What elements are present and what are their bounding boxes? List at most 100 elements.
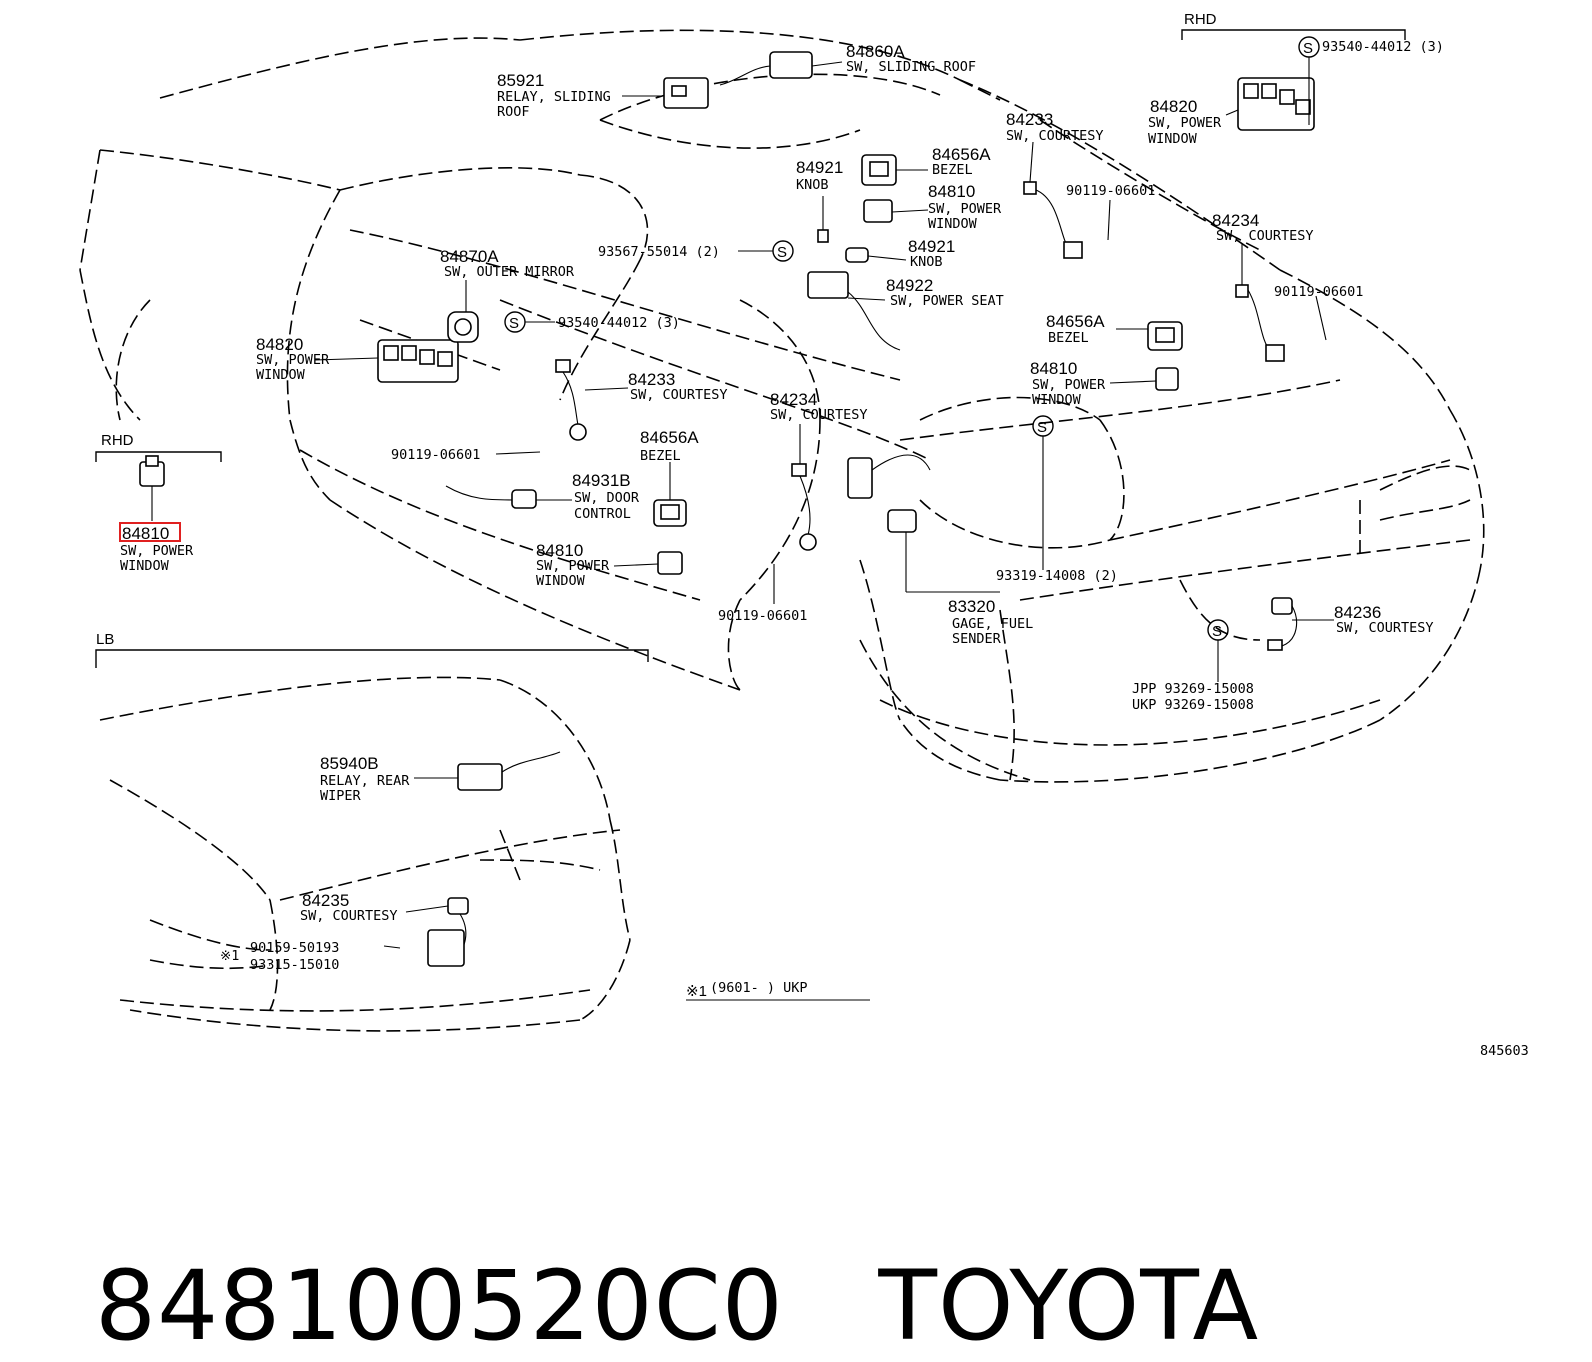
svg-text:※1: ※1 [686,983,707,1000]
part-bezel-c [653,499,687,527]
part-power-window-switch-a [863,199,893,223]
svg-text:SW, COURTESY: SW, COURTESY [630,387,728,403]
callout-90119-a: 90119-06601 [1066,183,1155,199]
part-power-window-master-rhd [1237,77,1315,131]
part-power-window-switch-b [1155,367,1179,391]
diagram-canvas: RHD RHD LB [79,11,1529,1059]
callout-84820-left: 84820 SW, POWER WINDOW [256,335,330,383]
svg-text:93540-44012 (3): 93540-44012 (3) [558,315,680,331]
callout-84860a: 84860A SW, SLIDING ROOF [846,42,976,75]
callout-90119-b: 90119-06601 [1274,284,1363,300]
svg-text:S: S [1212,623,1222,640]
svg-text:84235: 84235 [302,891,349,910]
svg-text:WIPER: WIPER [320,788,362,804]
footer-brand: TOYOTA [878,1250,1260,1362]
svg-text:84236: 84236 [1334,603,1381,622]
car-body-outline [79,29,1485,783]
svg-text:SW, POWER: SW, POWER [256,352,330,368]
part-courtesy-switch-mid-right [791,463,817,551]
svg-text:RELAY, SLIDING: RELAY, SLIDING [497,89,611,105]
svg-text:84234: 84234 [770,390,817,409]
rhd-left-bracket: RHD [95,432,222,462]
svg-text:SW, POWER: SW, POWER [536,558,610,574]
svg-text:BEZEL: BEZEL [1048,330,1089,346]
part-sliding-roof-relay [663,77,709,109]
callout-93269: JPP 93269-15008 UKP 93269-15008 [1132,681,1254,713]
parts-diagram: RHD RHD LB [79,11,1529,1362]
svg-text:S: S [1303,40,1313,57]
svg-text:90119-06601: 90119-06601 [391,447,480,463]
part-fuel-sender [847,454,931,533]
callout-84810-b: 84810 SW, POWER WINDOW [1030,359,1106,408]
svg-text:GAGE, FUEL: GAGE, FUEL [952,616,1033,632]
svg-text:84820: 84820 [256,335,303,354]
callout-93540-left: 93540-44012 (3) [558,315,680,331]
lb-label: LB [96,631,114,648]
callout-84656a-c: 84656A BEZEL [640,428,699,464]
svg-text:CONTROL: CONTROL [574,506,631,522]
svg-text:84810: 84810 [928,182,975,201]
part-sliding-roof-switch [719,51,813,86]
part-outer-mirror-switch [447,311,479,343]
callout-84656a-a: 84656A BEZEL [932,145,991,178]
svg-text:SW, DOOR: SW, DOOR [574,490,640,506]
leader-lines [314,57,1334,1001]
callout-84235: 84235 SW, COURTESY [300,891,398,924]
svg-text:SW, COURTESY: SW, COURTESY [1216,228,1314,244]
svg-text:S: S [509,315,519,332]
rhd-top-label: RHD [1184,11,1217,28]
part-knob-b [845,247,869,263]
rhd-left-label: RHD [101,432,134,449]
callout-84810-c: 84810 SW, POWER WINDOW [536,541,610,589]
callout-84921-a: 84921 KNOB [796,158,843,193]
part-bezel-b [1147,321,1183,351]
svg-text:84922: 84922 [886,276,933,295]
callout-90159-93315: ※1 90159-50193 93315-15010 [220,940,339,973]
svg-text:93567-55014 (2): 93567-55014 (2) [598,244,720,260]
svg-text:BEZEL: BEZEL [640,448,681,464]
svg-text:84810: 84810 [122,524,169,543]
callout-83320: 83320 GAGE, FUEL SENDER [948,597,1033,647]
svg-text:84931B: 84931B [572,471,631,490]
part-bezel-a [861,154,897,186]
svg-text:93315-15010: 93315-15010 [250,957,339,973]
svg-text:93540-44012 (3): 93540-44012 (3) [1322,39,1444,55]
svg-text:84233: 84233 [1006,110,1053,129]
svg-text:84921: 84921 [908,237,955,256]
svg-text:85921: 85921 [497,71,544,90]
svg-text:SW, COURTESY: SW, COURTESY [300,908,398,924]
svg-text:SW, POWER: SW, POWER [1032,377,1106,393]
svg-text:90119-06601: 90119-06601 [1066,183,1155,199]
callout-84233-top: 84233 SW, COURTESY [1006,110,1104,144]
lb-inset-body [99,676,631,1032]
svg-text:84656A: 84656A [1046,312,1105,331]
svg-text:SW, COURTESY: SW, COURTESY [1006,128,1104,144]
svg-text:WINDOW: WINDOW [1032,392,1082,408]
callout-85940b: 85940B RELAY, REAR WIPER [320,754,410,804]
svg-text:RELAY, REAR: RELAY, REAR [320,773,410,789]
svg-text:90119-06601: 90119-06601 [1274,284,1363,300]
svg-text:BEZEL: BEZEL [932,162,973,178]
part-courtesy-switch-top [1023,181,1083,259]
callout-84922: 84922 SW, POWER SEAT [886,276,1004,309]
callout-84656a-b: 84656A BEZEL [1046,312,1105,346]
part-courtesy-switch-right [1235,284,1285,362]
svg-text:84656A: 84656A [932,145,991,164]
svg-text:SW, COURTESY: SW, COURTESY [770,407,868,423]
callout-84931b: 84931B SW, DOOR CONTROL [572,471,640,522]
rhd-top-bracket: RHD [1181,11,1406,40]
part-courtesy-switch-mid [555,359,587,441]
svg-text:85940B: 85940B [320,754,379,773]
part-power-window-switch-rhd-highlighted [139,455,165,521]
svg-text:83320: 83320 [948,597,995,616]
callout-84810-rhd-highlighted[interactable]: 84810 SW, POWER WINDOW [119,522,194,574]
callout-84870a: 84870A SW, OUTER MIRROR [440,247,575,280]
svg-text:84810: 84810 [1030,359,1077,378]
footer-part-number: 848100520C0 [95,1250,784,1362]
svg-text:WINDOW: WINDOW [120,558,170,574]
part-door-control-switch [445,485,537,509]
callout-84233-mid: 84233 SW, COURTESY [628,370,728,403]
svg-text:84233: 84233 [628,370,675,389]
callout-84921-b: 84921 KNOB [908,237,955,270]
svg-text:84234: 84234 [1212,211,1259,230]
